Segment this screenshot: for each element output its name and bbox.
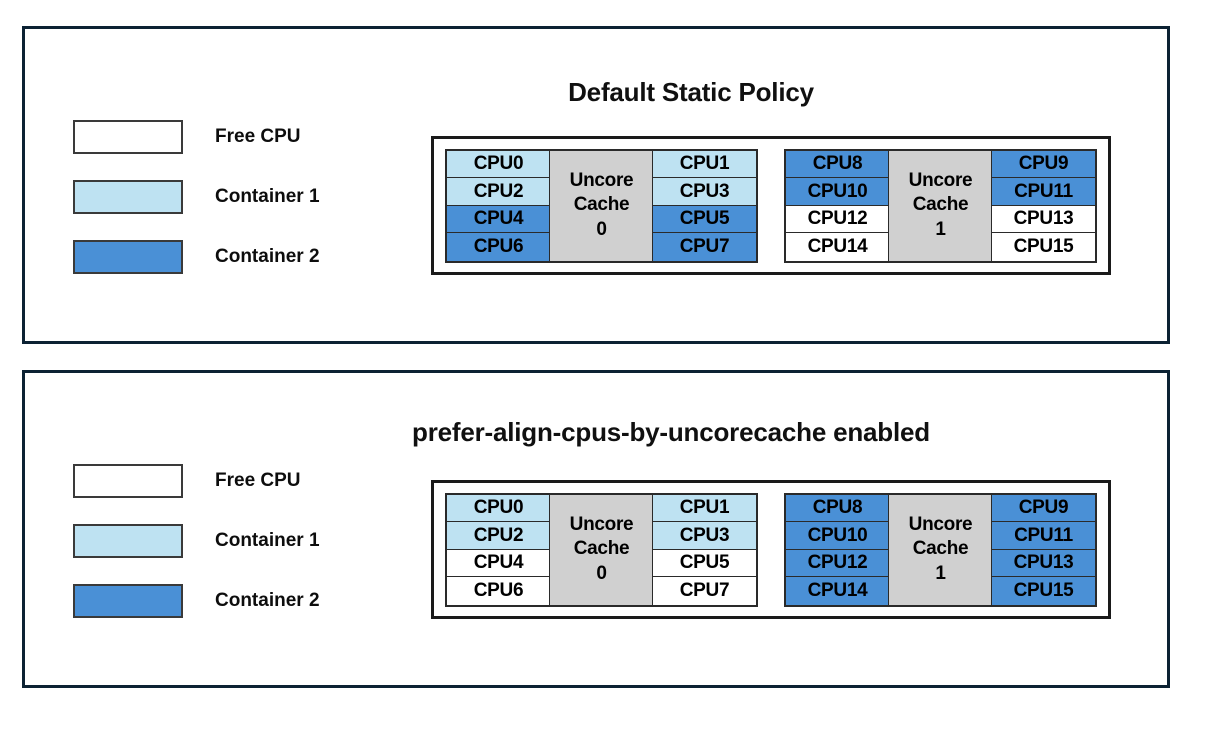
cache-line: Uncore xyxy=(908,170,973,192)
cpu-column-left: CPU8 CPU10 CPU12 CPU14 xyxy=(785,149,890,262)
cpu-column-left: CPU0 CPU2 CPU4 CPU6 xyxy=(446,493,551,606)
cpu-column-right: CPU1 CPU3 CPU5 CPU7 xyxy=(652,149,757,262)
cpu-cell: CPU9 xyxy=(991,149,1096,179)
legend-label-container-1: Container 1 xyxy=(215,530,320,551)
cpu-column-right: CPU9 CPU11 CPU13 CPU15 xyxy=(991,149,1096,262)
cache-line: 0 xyxy=(596,562,607,584)
cpu-cell: CPU1 xyxy=(652,493,757,523)
cpu-column-left: CPU8 CPU10 CPU12 CPU14 xyxy=(785,493,890,606)
cpu-cell: CPU5 xyxy=(652,204,757,234)
cpu-cell: CPU11 xyxy=(991,177,1096,207)
legend-swatch-container-1 xyxy=(73,524,183,558)
cpu-cell: CPU0 xyxy=(446,149,551,179)
uncore-cache-cluster-0: CPU0 CPU2 CPU4 CPU6 Uncore Cache 0 CPU1 … xyxy=(445,148,758,263)
cpu-cell: CPU11 xyxy=(991,521,1096,551)
legend-label-free-cpu: Free CPU xyxy=(215,126,301,147)
cpu-cell: CPU6 xyxy=(446,576,551,606)
legend-swatch-free-cpu xyxy=(73,464,183,498)
cpu-cell: CPU15 xyxy=(991,232,1096,262)
legend-label-container-2: Container 2 xyxy=(215,590,320,611)
panel-default-static-policy: Default Static Policy Free CPU Container… xyxy=(22,26,1170,344)
cpu-cell: CPU4 xyxy=(446,204,551,234)
panel-title: Default Static Policy xyxy=(568,77,814,107)
cpu-cell: CPU13 xyxy=(991,204,1096,234)
legend-swatch-container-2 xyxy=(73,584,183,618)
cpu-cell: CPU10 xyxy=(785,177,890,207)
cpu-cell: CPU6 xyxy=(446,232,551,262)
cpu-cell: CPU15 xyxy=(991,576,1096,606)
cpu-cell: CPU2 xyxy=(446,521,551,551)
legend-item: Container 1 xyxy=(73,167,320,227)
legend-item: Container 2 xyxy=(73,227,320,287)
uncore-cache-cluster-0: CPU0 CPU2 CPU4 CPU6 Uncore Cache 0 CPU1 … xyxy=(445,492,758,607)
cpu-column-right: CPU1 CPU3 CPU5 CPU7 xyxy=(652,493,757,606)
panel-prefer-align-cpus-by-uncorecache: prefer-align-cpus-by-uncorecache enabled… xyxy=(22,370,1170,688)
cpu-cell: CPU1 xyxy=(652,149,757,179)
uncore-cache-block: Uncore Cache 1 xyxy=(888,149,993,262)
cache-line: Cache xyxy=(912,194,969,216)
legend-label-container-1: Container 1 xyxy=(215,186,320,207)
uncore-cache-block: Uncore Cache 1 xyxy=(888,493,993,606)
legend-item: Free CPU xyxy=(73,451,320,511)
cpu-cell: CPU8 xyxy=(785,493,890,523)
legend: Free CPU Container 1 Container 2 xyxy=(73,451,320,631)
cache-line: Uncore xyxy=(569,514,634,536)
uncore-cache-block: Uncore Cache 0 xyxy=(549,149,654,262)
cpu-cell: CPU3 xyxy=(652,177,757,207)
cpu-cell: CPU13 xyxy=(991,548,1096,578)
legend-item: Container 1 xyxy=(73,511,320,571)
cpu-cell: CPU10 xyxy=(785,521,890,551)
cache-line: Cache xyxy=(573,194,630,216)
uncore-cache-cluster-1: CPU8 CPU10 CPU12 CPU14 Uncore Cache 1 CP… xyxy=(784,148,1097,263)
cpu-cell: CPU4 xyxy=(446,548,551,578)
panel-title: prefer-align-cpus-by-uncorecache enabled xyxy=(412,417,930,447)
cpu-cell: CPU7 xyxy=(652,232,757,262)
cpu-cell: CPU8 xyxy=(785,149,890,179)
uncore-cache-block: Uncore Cache 0 xyxy=(549,493,654,606)
cpu-cell: CPU5 xyxy=(652,548,757,578)
legend-item: Container 2 xyxy=(73,571,320,631)
cache-line: Uncore xyxy=(569,170,634,192)
cpu-cell: CPU2 xyxy=(446,177,551,207)
cpu-cell: CPU7 xyxy=(652,576,757,606)
cpu-column-right: CPU9 CPU11 CPU13 CPU15 xyxy=(991,493,1096,606)
cpu-cell: CPU9 xyxy=(991,493,1096,523)
uncore-cache-cluster-1: CPU8 CPU10 CPU12 CPU14 Uncore Cache 1 CP… xyxy=(784,492,1097,607)
legend-item: Free CPU xyxy=(73,107,320,167)
cache-line: 1 xyxy=(935,562,946,584)
cache-line: 1 xyxy=(935,218,946,240)
cache-line: 0 xyxy=(596,218,607,240)
cpu-column-left: CPU0 CPU2 CPU4 CPU6 xyxy=(446,149,551,262)
cpu-cell: CPU12 xyxy=(785,548,890,578)
cpu-cell: CPU3 xyxy=(652,521,757,551)
legend-label-free-cpu: Free CPU xyxy=(215,470,301,491)
cache-line: Cache xyxy=(573,538,630,560)
legend-swatch-container-1 xyxy=(73,180,183,214)
cpu-cell: CPU12 xyxy=(785,204,890,234)
cpu-cell: CPU14 xyxy=(785,232,890,262)
cache-line: Uncore xyxy=(908,514,973,536)
cpu-topology-grid: CPU0 CPU2 CPU4 CPU6 Uncore Cache 0 CPU1 … xyxy=(431,480,1111,619)
legend-swatch-container-2 xyxy=(73,240,183,274)
legend: Free CPU Container 1 Container 2 xyxy=(73,107,320,287)
cpu-cell: CPU0 xyxy=(446,493,551,523)
legend-label-container-2: Container 2 xyxy=(215,246,320,267)
legend-swatch-free-cpu xyxy=(73,120,183,154)
cache-line: Cache xyxy=(912,538,969,560)
cpu-topology-grid: CPU0 CPU2 CPU4 CPU6 Uncore Cache 0 CPU1 … xyxy=(431,136,1111,275)
cpu-cell: CPU14 xyxy=(785,576,890,606)
